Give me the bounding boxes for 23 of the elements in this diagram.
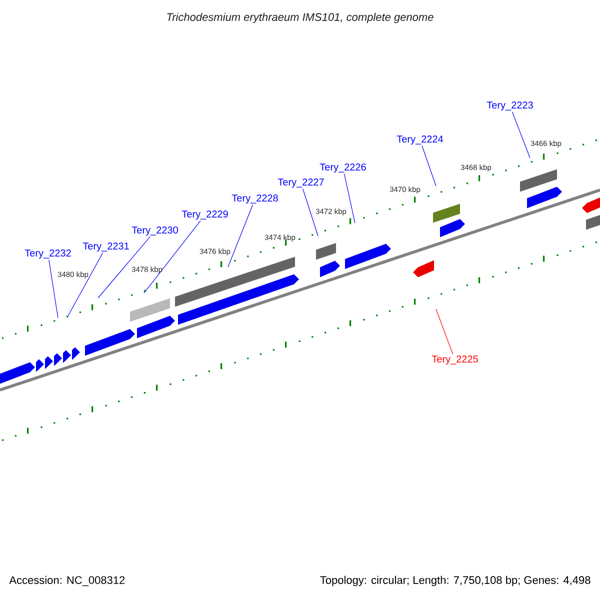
leader-line — [344, 173, 356, 224]
leader-line — [302, 188, 318, 236]
gene-label: Tery_2227 — [278, 178, 324, 188]
footer-text: Accession: NC_008312 — [9, 576, 125, 586]
gene-label: Tery_2226 — [320, 163, 366, 173]
leader-line — [228, 204, 254, 268]
title: Trichodesmium erythraeum IMS101, complete genome — [167, 12, 434, 24]
gene-label: Tery_2230 — [132, 226, 178, 236]
leader-line — [144, 220, 201, 294]
leader-line — [512, 111, 530, 158]
leader-line — [436, 308, 454, 355]
gene-label: Tery_2229 — [182, 210, 228, 220]
gene-label: Tery_2228 — [232, 194, 278, 204]
gene-label: Tery_2225 — [432, 355, 478, 365]
leader-line — [422, 145, 436, 186]
gene-label: Tery_2223 — [486, 101, 533, 111]
leader-line — [48, 259, 58, 318]
footer-text: Topology: circular; Length: 7,750,108 bp; Genes: 4,498 — [320, 576, 590, 586]
gene-label: Tery_2224 — [396, 135, 444, 145]
leader-line — [98, 236, 150, 298]
gene-label: Tery_2231 — [82, 242, 129, 252]
gene-label: Tery_2232 — [24, 249, 71, 259]
leader-line — [68, 252, 104, 316]
